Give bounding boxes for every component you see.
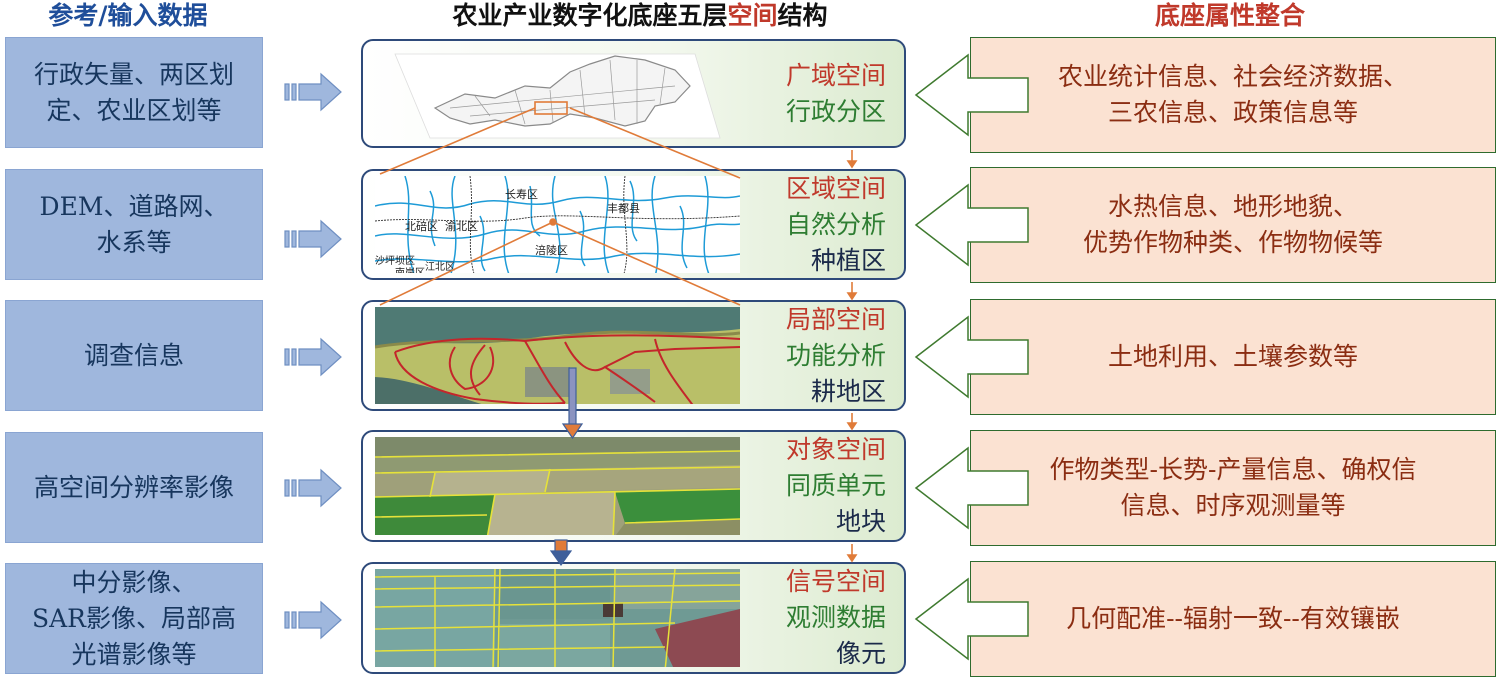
attr-line: 几何配准--辐射一致--有效镶嵌: [1066, 604, 1400, 633]
input-line: 中分影像、: [71, 567, 197, 597]
structure-header-highlight: 空间: [727, 1, 778, 30]
layer-subtitle: 自然分析: [785, 209, 886, 239]
attribute-arrow-icon: [914, 53, 1029, 137]
farmland-image: [375, 307, 740, 404]
layer-title: 广域空间: [785, 60, 886, 90]
layer-title: 局部空间: [785, 304, 886, 334]
layer-regional: 长寿区 丰都县 北碚区 渝北区 涪陵区 沙坪坝区 江北区 南岸区 区域空间 自然…: [361, 169, 906, 280]
input-box-dem: DEM、道路网、水系等: [5, 169, 263, 280]
layer-subtitle: 行政分区: [785, 96, 886, 126]
attr-box-land-use: 土地利用、土壤参数等: [970, 299, 1496, 415]
map-label-nanan: 南岸区: [395, 264, 425, 273]
attr-line: 优势作物种类、作物物候等: [1082, 228, 1383, 257]
input-line: DEM、道路网、: [39, 191, 229, 221]
layer-title: 对象空间: [785, 435, 886, 464]
down-arrow-icon: [549, 550, 573, 567]
layer-labels: 局部空间 功能分析 耕地区: [786, 302, 886, 409]
attr-box-hydrothermal: 水热信息、地形地貌、优势作物种类、作物物候等: [970, 167, 1496, 283]
layer-labels: 信号空间 观测数据 像元: [786, 564, 886, 672]
input-arrow-icon: [284, 600, 342, 640]
map-label-fengdu: 丰都县: [607, 202, 640, 215]
down-arrow-icon: [846, 422, 858, 431]
attr-line: 水热信息、地形地貌、: [1107, 192, 1358, 221]
input-arrow-icon: [284, 468, 342, 508]
attr-box-crop-info: 作物类型-长势-产量信息、确权信信息、时序观测量等: [970, 430, 1496, 546]
input-line: 定、农业区划等: [46, 95, 222, 125]
layer-subtitle: 同质单元: [785, 471, 886, 500]
input-box-medium-res: 中分影像、 SAR影像、局部高光谱影像等: [5, 563, 263, 674]
input-box-admin: 行政矢量、两区划定、农业区划等: [5, 37, 263, 148]
input-line: 调查信息: [83, 340, 184, 370]
attr-line: 土地利用、土壤参数等: [1107, 342, 1358, 371]
attr-line: 信息、时序观测量等: [1120, 491, 1346, 520]
attribute-arrow-icon: [914, 577, 1029, 661]
map-label-jiangbei: 江北区: [425, 262, 455, 273]
input-line: SAR影像、局部高: [31, 603, 236, 633]
input-line: 行政矢量、两区划: [33, 59, 234, 89]
layer-title: 信号空间: [785, 567, 886, 596]
layer-signal: 信号空间 观测数据 像元: [361, 562, 906, 674]
down-arrow-icon: [561, 423, 584, 440]
attr-box-registration: 几何配准--辐射一致--有效镶嵌: [970, 561, 1496, 677]
parcel-image: [375, 437, 740, 535]
layer-labels: 对象空间 同质单元 地块: [786, 432, 886, 540]
input-box-hires: 高空间分辨率影像: [5, 432, 263, 543]
structure-header-prefix: 农业产业数字化底座五层: [452, 1, 728, 30]
input-line: 水系等: [96, 227, 172, 257]
layer-title: 区域空间: [785, 173, 886, 203]
structure-header-suffix: 结构: [777, 1, 828, 30]
map-label-beibei: 北碚区: [405, 220, 438, 233]
imagery-arrows: [549, 367, 584, 567]
input-arrow-icon: [284, 337, 342, 377]
input-arrows: [284, 72, 342, 640]
layer-subtitle: 功能分析: [785, 340, 886, 370]
layer-unit: 耕地区: [810, 376, 886, 406]
map-label-fuling: 涪陵区: [535, 244, 568, 257]
layer-wide-area: 广域空间 行政分区: [361, 39, 906, 148]
layer-unit: 像元: [835, 639, 886, 668]
structure-header: 农业产业数字化底座五层空间结构: [370, 0, 910, 34]
pixel-image: [375, 569, 740, 667]
attributes-header: 底座属性整合: [1154, 1, 1305, 30]
admin-map-image: [375, 46, 740, 141]
attribute-arrow-icon: [914, 315, 1029, 399]
layer-down-arrows: [846, 150, 858, 563]
map-label-changshou: 长寿区: [505, 188, 538, 201]
input-line: 光谱影像等: [71, 639, 197, 669]
attribute-arrow-icon: [914, 446, 1029, 530]
layer-subtitle: 观测数据: [785, 603, 886, 632]
attr-line: 作物类型-长势-产量信息、确权信: [1049, 455, 1417, 484]
attr-line: 三农信息、政策信息等: [1107, 98, 1358, 127]
layer-unit: 种植区: [810, 245, 886, 275]
inputs-header: 参考/输入数据: [48, 1, 208, 30]
layer-labels: 区域空间 自然分析 种植区: [786, 171, 886, 278]
map-label-yubei: 渝北区: [445, 220, 478, 233]
attribute-arrow-icon: [914, 183, 1029, 267]
layer-unit: 地块: [835, 507, 886, 536]
down-arrow-icon: [846, 554, 858, 563]
input-box-survey: 调查信息: [5, 300, 263, 411]
input-arrow-icon: [284, 219, 342, 259]
zoom-lines: [379, 107, 741, 306]
down-arrow-icon: [846, 160, 858, 169]
attribute-arrows: [914, 53, 1029, 661]
input-line: 高空间分辨率影像: [33, 472, 234, 502]
attr-line: 农业统计信息、社会经济数据、: [1057, 62, 1408, 91]
input-arrow-icon: [284, 72, 342, 112]
map-label-shapingba: 沙坪坝区: [375, 256, 415, 267]
layer-labels: 广域空间 行政分区: [786, 41, 886, 146]
down-arrow-icon: [846, 292, 858, 301]
layer-local: 局部空间 功能分析 耕地区: [361, 300, 906, 411]
layer-object: 对象空间 同质单元 地块: [361, 430, 906, 542]
attr-box-statistics: 农业统计信息、社会经济数据、三农信息、政策信息等: [970, 37, 1496, 153]
